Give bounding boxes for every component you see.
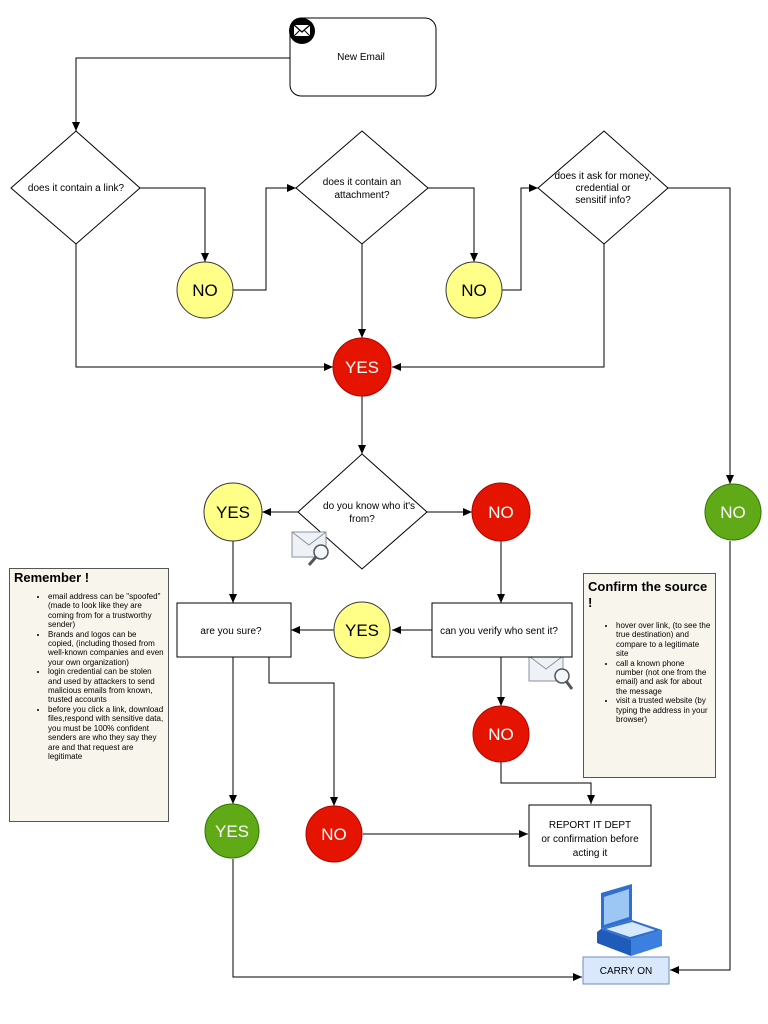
edge-link-to-no (140, 187, 209, 262)
verify-sender-label: can you verify who sent it? (440, 626, 558, 637)
edge-attachment-to-no (428, 187, 478, 262)
carry-on-label: CARRY ON (600, 966, 652, 977)
remember-note: Remember ! email address can be "spoofed… (9, 568, 169, 822)
decision-know-sender: do you know who it's from? (297, 453, 428, 570)
confirm-list: hover over link, (to see the true destin… (588, 621, 711, 724)
report-line-2: or confirmation before (541, 834, 639, 845)
yes-sure-label: YES (215, 822, 249, 841)
confirm-source-note: Confirm the source ! hover over link, (t… (583, 573, 716, 778)
report-it-node: REPORT IT DEPT or confirmation before ac… (528, 804, 652, 867)
decision-contains-attachment: does it contain an attachment? (295, 130, 429, 245)
confirm-item: hover over link, (to see the true destin… (616, 621, 711, 659)
edge-new-email-to-link (72, 57, 290, 131)
no-attachment-circle: NO (445, 261, 503, 319)
no-attachment-label: NO (461, 281, 487, 300)
edge-no-to-report (500, 762, 595, 804)
no-know-circle: NO (471, 482, 531, 542)
magnifier-envelope-icon (528, 655, 574, 690)
no-link-circle: NO (176, 261, 234, 319)
envelope-icon (289, 18, 315, 44)
decision-know-line-2: from? (349, 514, 375, 525)
decision-attachment-line-1: does it contain an (323, 177, 401, 188)
no-money-label: NO (720, 503, 746, 522)
edge-link-to-yes (75, 244, 333, 371)
confirm-title: Confirm the source ! (588, 579, 708, 610)
magnifier-envelope-icon (291, 531, 329, 566)
are-you-sure-node: are you sure? (176, 602, 292, 658)
decision-know-line-1: do you know who it's (323, 501, 415, 512)
yes-know-label: YES (216, 503, 250, 522)
decision-money-line-3: sensitif info? (575, 195, 631, 206)
carry-on-node: CARRY ON (582, 956, 670, 985)
no-sure-label: NO (321, 825, 347, 844)
new-email-label: New Email (337, 52, 385, 63)
decision-money-line-1: does it ask for money, (554, 171, 651, 182)
decision-attachment-line-2: attachment? (334, 190, 389, 201)
remember-item: email address can be "spoofed"(made to l… (48, 592, 164, 630)
no-verify-circle: NO (472, 705, 530, 763)
yes-know-circle: YES (203, 482, 263, 542)
yes-sure-circle: YES (204, 803, 260, 859)
edge-no-to-money (502, 184, 538, 291)
decision-money-line-2: credential or (575, 183, 631, 194)
edge-yes-to-carry-on (232, 859, 582, 981)
edge-money-to-no (668, 187, 734, 484)
confirm-item: call a known phone number (not one from … (616, 659, 711, 697)
remember-list: email address can be "spoofed"(made to l… (14, 592, 164, 761)
confirm-item: visit a trusted website (by typing the a… (616, 696, 711, 724)
no-money-circle: NO (704, 483, 762, 541)
new-email-node: New Email (289, 17, 437, 97)
laptop-icon (597, 884, 662, 956)
no-sure-circle: NO (305, 805, 363, 863)
decision-link-label: does it contain a link? (28, 183, 125, 194)
report-line-1: REPORT IT DEPT (549, 820, 631, 831)
no-know-label: NO (488, 503, 514, 522)
no-verify-label: NO (488, 725, 514, 744)
no-link-label: NO (192, 281, 218, 300)
decision-contains-link: does it contain a link? (10, 130, 141, 245)
edge-no-to-attachment (233, 184, 296, 291)
remember-item: login credential can be stolen and used … (48, 667, 164, 705)
yes-suspicious-label: YES (345, 358, 379, 377)
yes-suspicious-circle: YES (332, 337, 392, 397)
yes-verify-circle: YES (333, 601, 391, 659)
edge-money-to-yes (392, 244, 605, 371)
connectors (72, 57, 734, 981)
yes-verify-label: YES (345, 621, 379, 640)
are-you-sure-label: are you sure? (200, 626, 262, 637)
remember-item: Brands and logos can be copied, (includi… (48, 630, 164, 668)
edge-sure-to-no (268, 657, 338, 806)
remember-item: before you click a link, download files,… (48, 705, 164, 761)
remember-title: Remember ! (14, 570, 90, 585)
decision-asks-for-money: does it ask for money, credential or sen… (537, 130, 669, 245)
edge-no-to-carry-on (670, 541, 731, 974)
report-line-3: acting it (573, 848, 608, 859)
verify-sender-node: can you verify who sent it? (431, 602, 573, 658)
